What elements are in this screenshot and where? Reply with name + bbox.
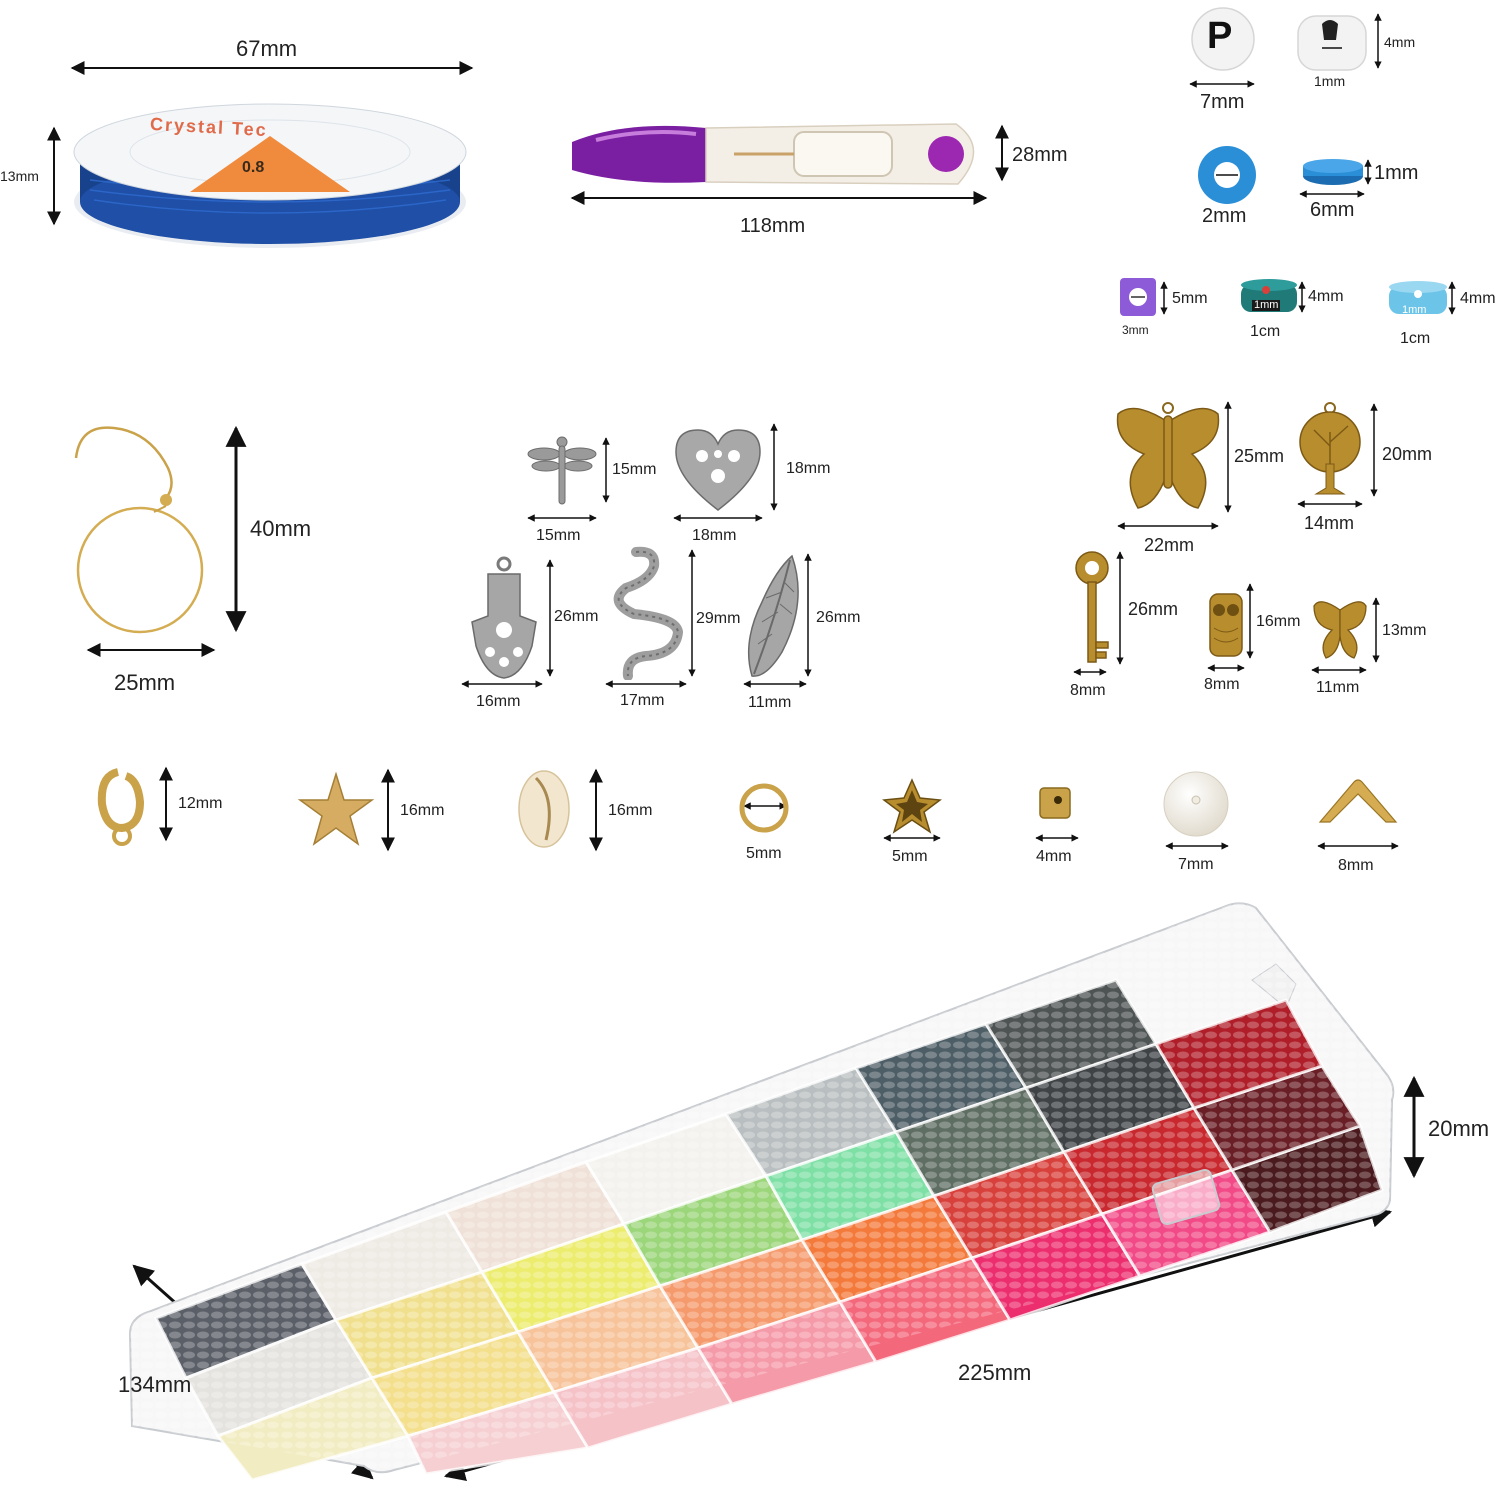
dragonfly-height: 15mm bbox=[612, 461, 657, 478]
heart-height: 18mm bbox=[786, 460, 831, 477]
letter-bead-diameter: 7mm bbox=[1200, 91, 1245, 113]
bead-tip-size: 8mm bbox=[1338, 857, 1374, 874]
blue-heishi-hole: 2mm bbox=[1202, 205, 1247, 227]
key-height: 26mm bbox=[1128, 599, 1179, 619]
star-bead-icon bbox=[882, 778, 942, 834]
key-width: 8mm bbox=[1070, 682, 1106, 699]
skyblue-heishi-hole: 1mm bbox=[1402, 304, 1427, 316]
jump-ring-size: 5mm bbox=[746, 845, 782, 862]
butterfly-width: 22mm bbox=[1144, 535, 1195, 555]
tree-height: 20mm bbox=[1382, 444, 1433, 464]
dragonfly-charm-icon bbox=[527, 436, 597, 505]
tree-charm-icon bbox=[1299, 402, 1361, 495]
butterfly-charm-icon bbox=[1116, 402, 1220, 509]
starfish-icon bbox=[297, 771, 375, 846]
letter-bead-thickness: 4mm bbox=[1384, 34, 1416, 50]
dragonfly-width: 15mm bbox=[536, 527, 581, 544]
jump-ring-icon bbox=[739, 783, 789, 833]
pearl-bead-icon bbox=[1163, 771, 1229, 837]
blue-heishi-diameter: 6mm bbox=[1310, 199, 1355, 221]
hamsa-charm-icon bbox=[471, 556, 537, 679]
blue-heishi-thickness: 1mm bbox=[1374, 162, 1419, 184]
small-butterfly-charm-icon bbox=[1313, 601, 1367, 659]
skyblue-heishi-width: 1cm bbox=[1400, 330, 1431, 347]
snake-height: 29mm bbox=[696, 610, 741, 627]
heart-width: 18mm bbox=[692, 527, 737, 544]
letter-bead-icon bbox=[1191, 7, 1255, 71]
earring-height: 40mm bbox=[250, 516, 312, 541]
bead-storage-box-icon bbox=[128, 902, 1395, 1480]
hamsa-width: 16mm bbox=[476, 693, 521, 710]
pearl-size: 7mm bbox=[1178, 856, 1214, 873]
box-height-label: 20mm bbox=[1428, 1116, 1490, 1141]
owl-width: 8mm bbox=[1204, 676, 1240, 693]
heart-charm-icon bbox=[675, 429, 761, 511]
letter-bead-side-icon bbox=[1297, 15, 1367, 71]
lobster-clasp-icon bbox=[97, 768, 145, 846]
butterfly-height: 25mm bbox=[1234, 446, 1285, 466]
box-depth-label: 134mm bbox=[118, 1372, 192, 1397]
scissors-height-label: 28mm bbox=[1012, 144, 1068, 166]
letter-bead-letter: P bbox=[1207, 15, 1233, 57]
earring-width: 25mm bbox=[114, 670, 176, 695]
lobster-clasp-size: 12mm bbox=[178, 795, 223, 812]
scissors-width-label: 118mm bbox=[740, 215, 806, 237]
tree-width: 14mm bbox=[1304, 513, 1355, 533]
skyblue-heishi-height: 4mm bbox=[1460, 290, 1496, 307]
spool-size-label: 0.8 bbox=[242, 159, 265, 176]
cowrie-shell-icon bbox=[518, 770, 570, 848]
leaf-height: 26mm bbox=[816, 609, 861, 626]
small-butterfly-width: 11mm bbox=[1316, 679, 1360, 696]
thread-snips-icon bbox=[572, 123, 975, 185]
blue-heishi-side-icon bbox=[1303, 159, 1363, 185]
spool-width-label: 67mm bbox=[236, 36, 298, 61]
blue-heishi-front-icon bbox=[1198, 146, 1256, 204]
elastic-cord-spool-icon bbox=[73, 103, 467, 248]
box-length-label: 225mm bbox=[958, 1360, 1032, 1385]
leaf-width: 11mm bbox=[748, 694, 792, 711]
teal-heishi-height: 4mm bbox=[1308, 288, 1344, 305]
leaf-charm-icon bbox=[747, 554, 799, 677]
cowrie-shell-size: 16mm bbox=[608, 802, 653, 819]
teal-heishi-hole: 1mm bbox=[1252, 299, 1281, 311]
teal-heishi-width: 1cm bbox=[1250, 323, 1281, 340]
letter-bead-hole: 1mm bbox=[1314, 73, 1346, 89]
star-bead-size: 5mm bbox=[892, 848, 928, 865]
bead-tip-icon bbox=[1318, 779, 1398, 823]
skyblue-heishi-stack-icon bbox=[1389, 281, 1447, 314]
purple-cube-height: 5mm bbox=[1172, 290, 1208, 307]
spool-height-label: 13mm bbox=[0, 168, 39, 184]
purple-cube-width: 3mm bbox=[1122, 323, 1149, 337]
purple-cube-bead-icon bbox=[1120, 278, 1156, 316]
cube-spacer-icon bbox=[1039, 787, 1071, 819]
key-charm-icon bbox=[1075, 551, 1109, 663]
earring-hoop-icon bbox=[74, 426, 204, 634]
owl-charm-icon bbox=[1209, 593, 1243, 657]
hamsa-height: 26mm bbox=[554, 608, 599, 625]
cube-spacer-size: 4mm bbox=[1036, 848, 1072, 865]
snake-charm-icon bbox=[613, 546, 684, 680]
snake-width: 17mm bbox=[620, 692, 665, 709]
starfish-size: 16mm bbox=[400, 802, 445, 819]
owl-height: 16mm bbox=[1256, 613, 1301, 630]
small-butterfly-height: 13mm bbox=[1382, 622, 1427, 639]
